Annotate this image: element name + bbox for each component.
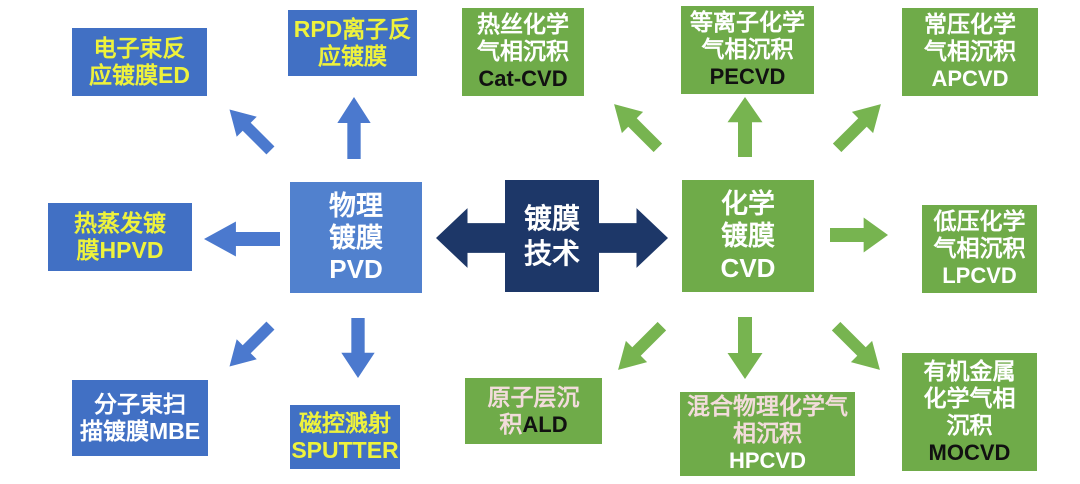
node-acronym: HPCVD	[728, 448, 806, 474]
node-label: 分子束扫 描镀膜MBE	[79, 390, 201, 444]
arrow-cvd-to-ald-icon	[605, 313, 674, 382]
arrow-pvd-to-sputter-icon	[338, 318, 378, 378]
node-electron-beam-ed: 电子束反 应镀膜ED	[72, 28, 207, 96]
node-acronym: MOCVD	[928, 439, 1011, 465]
arrow-pvd-to-hpvd-icon	[204, 218, 280, 260]
node-title: 物理 镀膜	[329, 190, 383, 253]
arrow-pvd-to-rpd-icon	[334, 97, 374, 159]
node-title: 化学 镀膜	[721, 189, 775, 252]
arrow-cvd-to-lpcvd-icon	[830, 214, 888, 256]
node-mocvd: 有机金属 化学气相 沉积 MOCVD	[902, 353, 1037, 471]
node-label-cn: 等离子化学 气相沉积	[690, 9, 805, 63]
node-thermal-evaporation-hpvd: 热蒸发镀 膜HPVD	[48, 203, 192, 271]
node-apcvd: 常压化学 气相沉积 APCVD	[902, 8, 1038, 96]
node-acronym: APCVD	[931, 66, 1009, 92]
node-pvd-main: 物理 镀膜 PVD	[290, 182, 422, 293]
arrow-cvd-to-mocvd-icon	[823, 313, 892, 382]
node-label: RPD离子反 应镀膜	[293, 15, 412, 69]
node-label-cn: 低压化学 气相沉积	[933, 208, 1026, 262]
node-label-cn: 原子层沉 积	[487, 383, 580, 437]
node-label-cn: 热丝化学 气相沉积	[477, 11, 569, 65]
node-acronym: LPCVD	[942, 263, 1017, 289]
node-label-cn: 有机金属 化学气相 沉积	[923, 357, 1016, 438]
node-acronym: CVD	[720, 252, 776, 283]
node-cat-cvd: 热丝化学 气相沉积 Cat-CVD	[462, 8, 584, 96]
arrow-cvd-to-catcvd-icon	[601, 91, 670, 160]
node-label-cn: 常压化学 气相沉积	[924, 11, 1016, 65]
arrow-cvd-to-hpcvd-icon	[724, 317, 766, 379]
node-acronym: ALD	[522, 411, 568, 437]
arrow-center-to-pvd-icon	[436, 206, 506, 270]
node-lpcvd: 低压化学 气相沉积 LPCVD	[922, 205, 1037, 293]
arrow-cvd-to-apcvd-icon	[824, 91, 893, 160]
node-label: 磁控溅射 SPUTTER	[291, 409, 399, 463]
node-magnetron-sputter: 磁控溅射 SPUTTER	[290, 405, 400, 469]
arrow-pvd-to-ed-icon	[217, 97, 282, 162]
node-cvd-main: 化学 镀膜 CVD	[682, 180, 814, 292]
node-hpcvd: 混合物理化学气 相沉积 HPCVD	[680, 392, 855, 476]
node-label: 热蒸发镀 膜HPVD	[74, 209, 166, 263]
arrow-pvd-to-mbe-icon	[217, 313, 282, 378]
node-acronym: PECVD	[709, 64, 786, 90]
node-label-cn: 混合物理化学气 相沉积	[687, 393, 848, 447]
node-acronym: Cat-CVD	[478, 66, 568, 92]
arrow-cvd-to-pecvd-icon	[724, 97, 766, 157]
node-label: 电子束反 应镀膜ED	[89, 34, 190, 88]
arrow-center-to-cvd-icon	[598, 206, 668, 270]
node-acronym: PVD	[329, 254, 383, 285]
node-ald: 原子层沉 积ALD	[465, 378, 602, 444]
node-coating-technology-center: 镀膜 技术	[505, 180, 599, 292]
node-title: 镀膜 技术	[523, 203, 580, 269]
node-rpd-ion-plating: RPD离子反 应镀膜	[288, 10, 417, 76]
node-molecular-beam-mbe: 分子束扫 描镀膜MBE	[72, 380, 208, 456]
node-pecvd: 等离子化学 气相沉积 PECVD	[681, 6, 814, 94]
